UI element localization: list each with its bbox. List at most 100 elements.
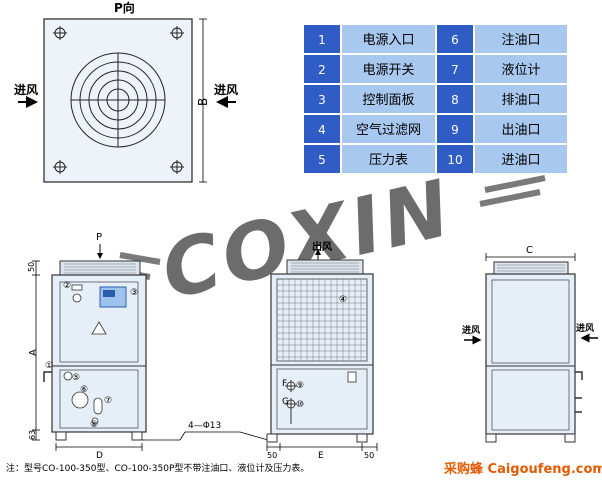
legend-cell [437, 85, 473, 113]
legend-cell [304, 25, 340, 53]
legend-num: 5 [318, 153, 326, 167]
legend-cell [342, 145, 435, 173]
front-fan-fins [64, 263, 136, 274]
back-upper-panel [491, 279, 570, 364]
front-dim-50: 50 [27, 262, 36, 272]
back-lower-panel [491, 369, 570, 431]
front-power-inlet-icon [72, 293, 82, 303]
air-filter-grid [276, 278, 368, 362]
callout-6: ⑥ [80, 385, 88, 395]
side-drain-icon [347, 371, 357, 383]
front-dim-a: A [28, 349, 39, 356]
front-drain-icon [91, 417, 99, 425]
footnote: 注：型号CO-100-350型、CO-100-350P型不带注油口、液位计及压力… [6, 464, 310, 474]
top-dim-b [199, 18, 207, 183]
top-inlet-right-label: 进风 [214, 82, 238, 97]
side-label-g: G [282, 397, 289, 407]
top-panel-bolts [53, 26, 184, 174]
legend-num: 9 [451, 123, 459, 137]
top-inlet-left-label: 进风 [14, 82, 38, 97]
callout-1: ① [45, 361, 53, 371]
legend-text: 空气过滤网 [356, 122, 421, 138]
back-fan-fins [497, 264, 565, 272]
callout-9: ⑨ [296, 381, 304, 391]
brand-watermark: 采购蜂 Caigoufeng.com [444, 462, 602, 477]
front-foot-left [55, 431, 67, 441]
legend-cell [437, 145, 473, 173]
back-body [485, 273, 576, 435]
front-power-pipe [43, 371, 52, 382]
legend-text: 进油口 [501, 153, 540, 168]
side-dim-e: E [318, 451, 324, 461]
callout-7: ⑦ [104, 396, 112, 406]
callout-3: ③ [130, 288, 138, 298]
legend-num: 2 [318, 63, 326, 77]
side-foot-right [356, 433, 368, 443]
callout-10: ⑩ [296, 400, 304, 410]
back-inlet-left-label: 进风 [462, 324, 480, 336]
legend-cell [304, 145, 340, 173]
legend-cell [437, 25, 473, 53]
legend-cell [475, 145, 567, 173]
side-lower-door [276, 368, 368, 430]
legend-cell [437, 115, 473, 143]
legend-num: 10 [447, 153, 462, 167]
back-pipe-1 [575, 371, 583, 380]
legend-cell [304, 115, 340, 143]
air-filter-grid-lines [277, 279, 367, 361]
back-foot-right [564, 433, 576, 443]
legend-text: 电源入口 [362, 33, 414, 48]
front-oil-fill-icon [71, 391, 89, 409]
legend-cell [342, 55, 435, 83]
legend-cell [342, 25, 435, 53]
callout-4: ④ [339, 295, 347, 305]
legend-cell [304, 55, 340, 83]
legend-num: 7 [451, 63, 459, 77]
legend-num: 8 [451, 93, 459, 107]
side-outlet-label: 出风 [312, 240, 332, 253]
hole-leader: 4—Φ13 [142, 421, 269, 441]
front-dim-d: D [96, 451, 103, 461]
side-fan-fins [291, 262, 359, 273]
front-warning-icon [91, 321, 107, 335]
side-dim-50-left: 50 [267, 451, 277, 460]
front-dims [32, 260, 143, 451]
top-view: P向 B 进风 进风 [14, 0, 238, 183]
front-label-p: P [96, 232, 102, 243]
top-dim-b-label: B [196, 98, 210, 106]
legend-cell [342, 85, 435, 113]
side-pipe-icons [285, 380, 297, 424]
side-dim-50-right: 50 [364, 451, 374, 460]
front-pressure-gauge-icon [63, 371, 73, 381]
legend-cell [475, 115, 567, 143]
side-foot-left [266, 433, 278, 443]
legend-num: 4 [318, 123, 326, 137]
legend-num: 6 [451, 33, 459, 47]
callout-2: ② [63, 281, 71, 291]
legend-num: 3 [318, 93, 326, 107]
callout-8: ⑧ [90, 420, 98, 430]
back-foot-left [485, 433, 497, 443]
front-dim-63: 63 [28, 430, 37, 440]
back-view: C 进风 进风 [462, 245, 598, 443]
side-label-f: F [282, 379, 287, 389]
back-inlet-right-label: 进风 [576, 322, 594, 334]
legend-cell [304, 85, 340, 113]
legend-cell [475, 55, 567, 83]
legend-text: 压力表 [369, 153, 408, 168]
legend-text: 液位计 [501, 63, 540, 78]
top-view-title: P向 [114, 0, 135, 15]
legend-text: 出油口 [501, 123, 540, 138]
legend-text: 电源开关 [362, 63, 414, 78]
front-control-display [103, 290, 115, 297]
front-view: P ① ② ③ ⑤ ⑥ ⑦ [27, 232, 147, 461]
legend-text: 排油口 [501, 93, 540, 108]
back-dim-c [485, 253, 576, 261]
front-level-gauge-icon [93, 397, 103, 415]
hole-label: 4—Φ13 [188, 421, 221, 431]
front-power-switch [71, 284, 83, 291]
front-upper-door [59, 281, 139, 363]
side-dims [266, 443, 378, 451]
